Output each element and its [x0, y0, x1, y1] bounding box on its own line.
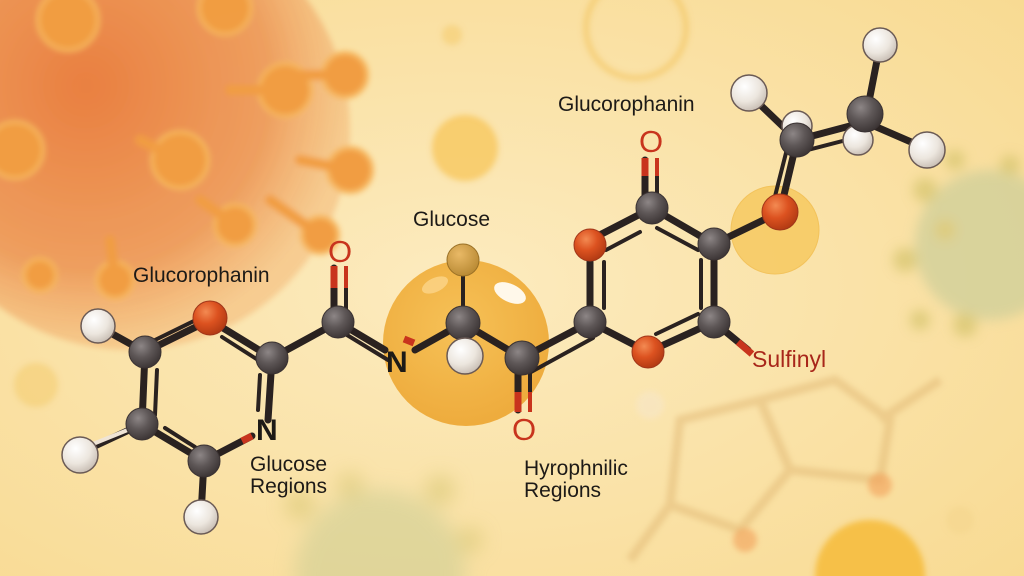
- oxygen-symbol-bottom: O: [512, 412, 537, 447]
- label-glucose: Glucose: [413, 208, 491, 231]
- oxygen-atoms: [192, 193, 799, 369]
- hydrogen-atoms: [61, 27, 946, 535]
- carbon-atom: [697, 227, 731, 261]
- carbon-atom: [187, 444, 221, 478]
- carbon-atom: [125, 407, 159, 441]
- label-hydrophilic-regions-line2: Regions: [524, 479, 602, 503]
- carbon-atom: [846, 95, 884, 133]
- carbon-atom: [321, 305, 355, 339]
- virus-orange-icon: [0, 0, 374, 350]
- background-molecule: [626, 375, 943, 563]
- label-glucose-regions: Glucose Regions: [250, 453, 328, 499]
- hydrogen-atom: [61, 436, 99, 474]
- oxygen-atom: [573, 228, 607, 262]
- hydrogen-atom: [80, 308, 116, 344]
- label-hydrophilic-regions: Hyrophnilic Regions: [524, 457, 628, 503]
- hydrogen-atom: [730, 74, 768, 112]
- carbon-atom: [697, 305, 731, 339]
- background-bubbles: [14, 0, 974, 576]
- nitrogen-symbol-ring: N: [256, 414, 278, 447]
- hydrogen-atom: [862, 27, 898, 63]
- nitrogen-symbol-amide: N: [386, 346, 408, 379]
- carbon-atom: [779, 122, 815, 158]
- virus-green-icon: [893, 150, 1024, 337]
- carbon-atom: [128, 335, 162, 369]
- oxygen-symbol-left: O: [328, 234, 353, 269]
- background-atoms: [636, 391, 892, 552]
- hydrogen-atom: [183, 499, 219, 535]
- carbon-atom: [635, 191, 669, 225]
- oxygen-symbol-top: O: [639, 124, 664, 159]
- label-glucorophanin-top: Glucorophanin: [558, 93, 695, 116]
- carbon-atom: [573, 305, 607, 339]
- gold-atom: [446, 243, 480, 277]
- carbon-atom: [255, 341, 289, 375]
- oxygen-atom: [192, 300, 228, 336]
- label-glucose-regions-line1: Glucose: [250, 453, 328, 476]
- label-glucose-regions-line2: Regions: [250, 475, 328, 499]
- oxygen-atom: [631, 335, 665, 369]
- label-glucorophanin-left: Glucorophanin: [133, 264, 270, 287]
- carbon-atoms: [125, 191, 731, 478]
- hydrogen-atom: [908, 131, 946, 169]
- virus-green-bottom-icon: [286, 473, 482, 576]
- label-hydrophilic-regions-line1: Hyrophnilic: [524, 457, 628, 480]
- carbon-atom: [445, 305, 481, 341]
- hydrogen-atom: [446, 337, 484, 375]
- oxygen-atom: [761, 193, 799, 231]
- carbon-atom: [504, 340, 540, 376]
- label-sulfinyl: Sulfinyl: [752, 346, 827, 372]
